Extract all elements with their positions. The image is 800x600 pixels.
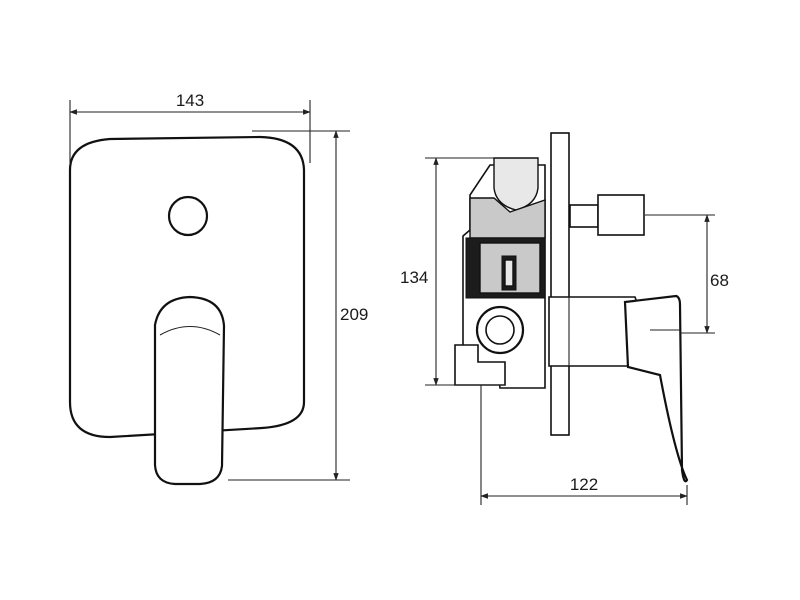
dim-side-offset-label: 68 — [710, 271, 729, 290]
side-view — [454, 132, 689, 483]
side-inlet-pipe-small — [569, 204, 599, 228]
front-view — [68, 135, 306, 486]
side-band-connector-inner — [504, 259, 514, 287]
side-wall-plate — [550, 132, 570, 436]
side-lever — [623, 294, 689, 483]
dim-side-height-label: 134 — [400, 268, 428, 287]
front-lever-handle — [153, 295, 226, 486]
dim-side-depth-label: 122 — [570, 475, 598, 494]
dim-side-depth: 122 — [480, 385, 688, 505]
front-diverter-knob — [167, 195, 209, 237]
dim-side-height: 134 — [400, 157, 505, 386]
dim-front-height-label: 209 — [340, 305, 368, 324]
front-cover-plate — [68, 135, 306, 439]
side-outlet-ring-inner — [485, 315, 515, 345]
side-inlet-pipe-large — [597, 194, 645, 236]
dim-side-offset: 68 — [645, 214, 729, 334]
dim-front-width-label: 143 — [176, 91, 204, 110]
front-lever-inner-line — [159, 326, 221, 336]
dim-front-height: 209 — [228, 130, 368, 481]
side-top-cartridge — [493, 157, 539, 211]
